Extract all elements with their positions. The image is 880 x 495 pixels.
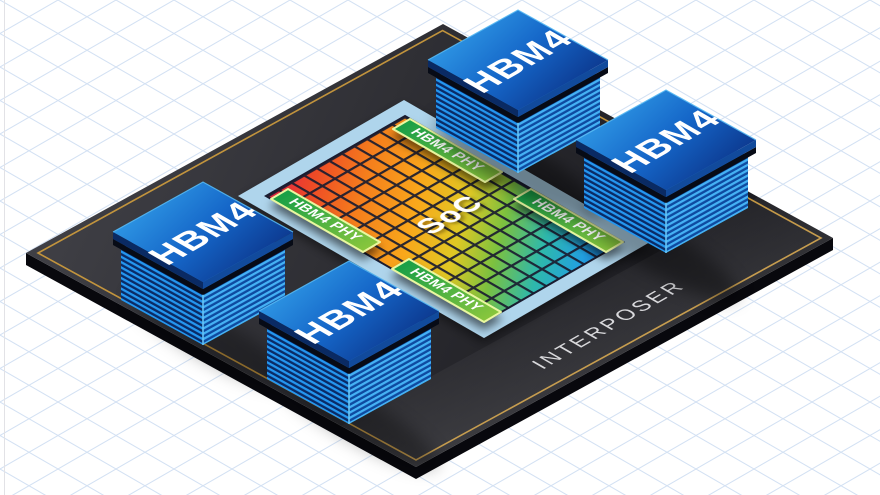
hbm4-stack-left: HBM4 xyxy=(112,181,294,346)
phy-strip-shape xyxy=(270,188,381,253)
hbm4-stack-right: HBM4 xyxy=(575,89,757,254)
phy-strip-shape xyxy=(391,258,502,323)
hbm4-stack-top: HBM4 xyxy=(427,9,609,174)
hbm4-stack-bottom: HBM4 xyxy=(258,260,440,425)
